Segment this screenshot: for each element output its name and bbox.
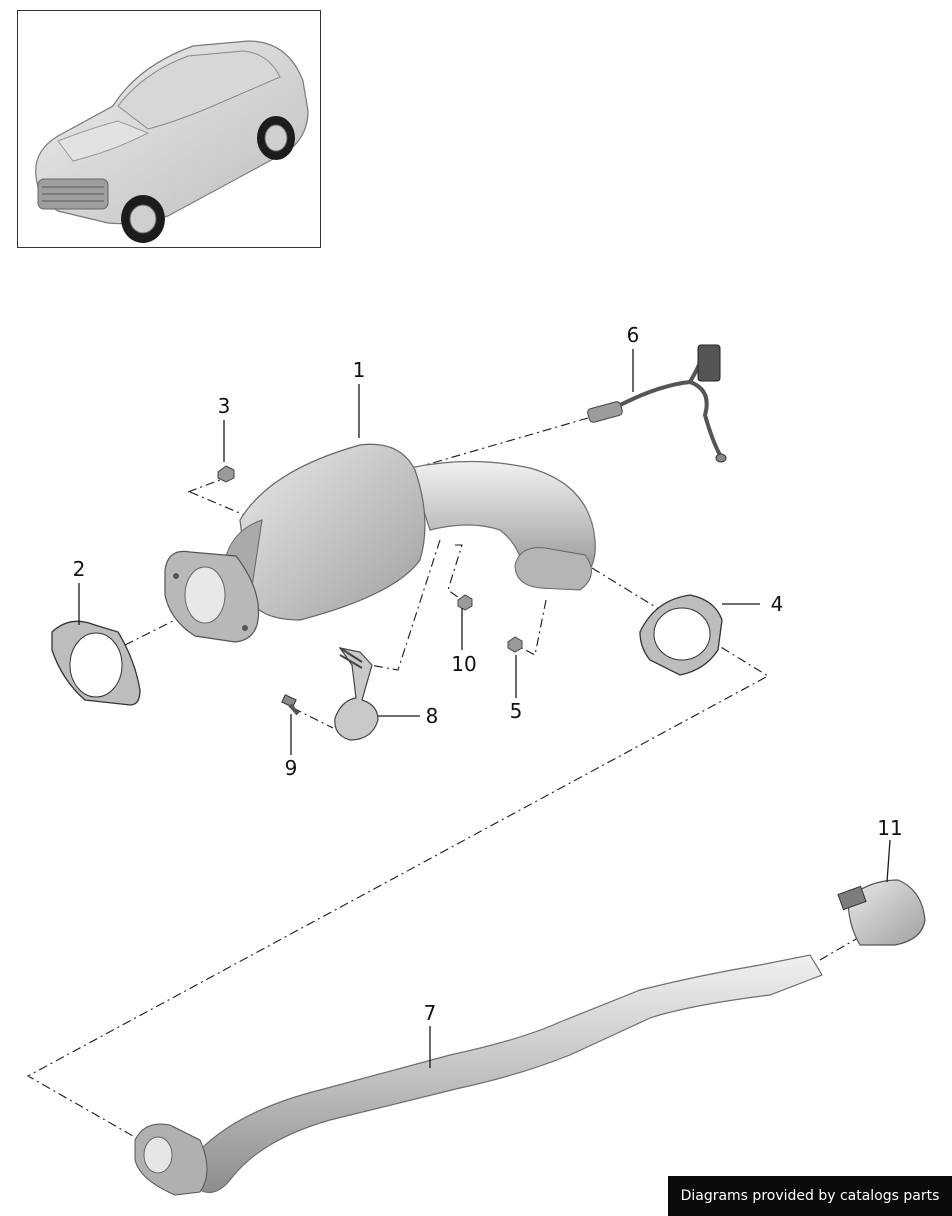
- gasket-icon: [639, 594, 723, 676]
- nut-icon: [457, 594, 473, 611]
- nut-icon: [507, 636, 523, 653]
- callout-4: 4: [770, 592, 784, 616]
- callout-1: 1: [352, 358, 366, 382]
- callout-6: 6: [626, 323, 640, 347]
- callout-7: 7: [423, 1001, 437, 1025]
- callout-5: 5: [509, 699, 523, 723]
- callout-10: 10: [451, 652, 477, 676]
- gasket-icon: [51, 620, 141, 706]
- callout-11: 11: [877, 816, 903, 840]
- callout-9: 9: [284, 756, 298, 780]
- callout-8: 8: [425, 704, 439, 728]
- car-suv-icon: [35, 40, 309, 243]
- nut-icon: [217, 465, 235, 483]
- callout-3: 3: [217, 394, 231, 418]
- credit-banner: Diagrams provided by catalogs parts: [668, 1176, 952, 1216]
- callout-2: 2: [72, 557, 86, 581]
- clamp-icon: [837, 879, 926, 946]
- vehicle-thumbnail: [17, 10, 321, 248]
- catalytic-converter-icon: [164, 443, 596, 643]
- bolt-icon: [281, 694, 300, 716]
- bracket-icon: [334, 647, 379, 741]
- exhaust-pipe-icon: [134, 954, 823, 1196]
- oxygen-sensor-icon: [587, 344, 727, 463]
- leader-lines: [78, 349, 891, 1068]
